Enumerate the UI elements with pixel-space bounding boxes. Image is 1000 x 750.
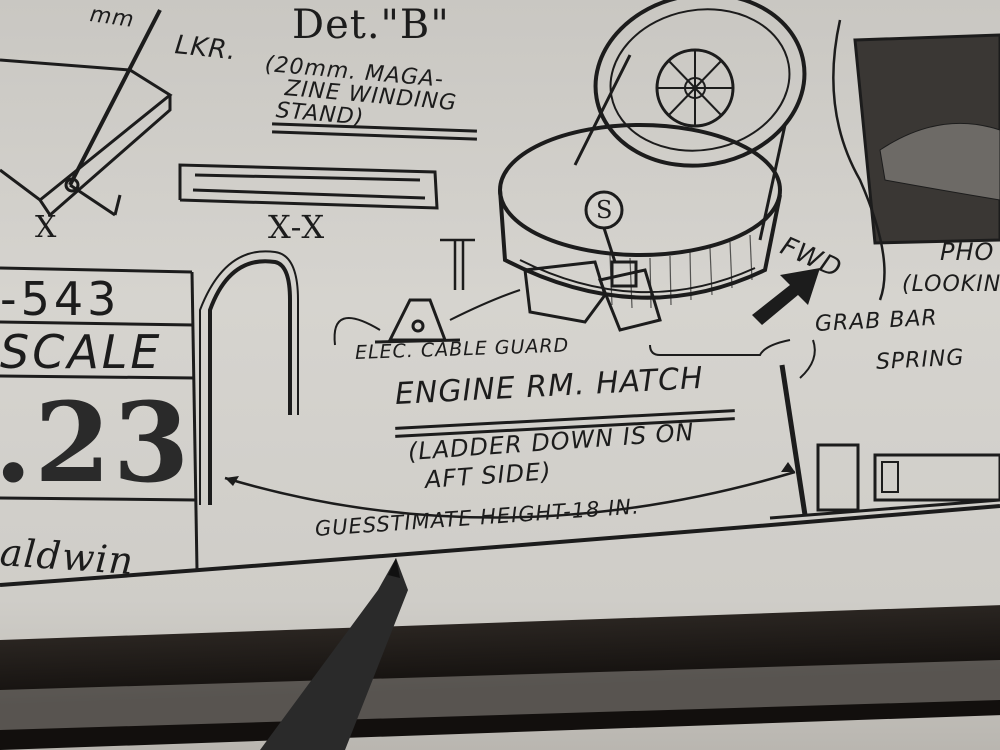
photo-label: PHO xyxy=(940,238,995,266)
photo-frame xyxy=(832,19,1000,301)
section-x-label: X xyxy=(35,210,58,245)
cable-guard-drawing xyxy=(333,289,521,346)
height-dimension-arrow xyxy=(224,470,796,519)
spring-label: SPRING xyxy=(875,345,966,375)
detail-title: Det."B" xyxy=(292,2,450,48)
section-xx-drawing xyxy=(178,163,439,210)
pencil xyxy=(260,558,408,750)
grab-bar-left xyxy=(208,259,292,505)
section-xx-label: X-X xyxy=(268,208,326,246)
lkr-label: LKR. xyxy=(173,30,239,67)
grab-bar-right xyxy=(769,364,1000,520)
plate-drawing xyxy=(0,9,173,218)
border-line xyxy=(0,504,1000,587)
drawing-number: -543 xyxy=(0,272,121,326)
fwd-arrow xyxy=(752,268,820,325)
bracket-drawing xyxy=(440,238,475,290)
s-marker-label: S xyxy=(596,196,614,224)
scale-label: SCALE xyxy=(0,325,163,379)
hatch-drawing xyxy=(498,0,807,332)
photo-sub-label: (LOOKIN xyxy=(902,272,1000,297)
signature: aldwin xyxy=(0,530,136,584)
title-block-lines xyxy=(0,266,199,571)
sheet-number: .23 xyxy=(0,378,192,507)
